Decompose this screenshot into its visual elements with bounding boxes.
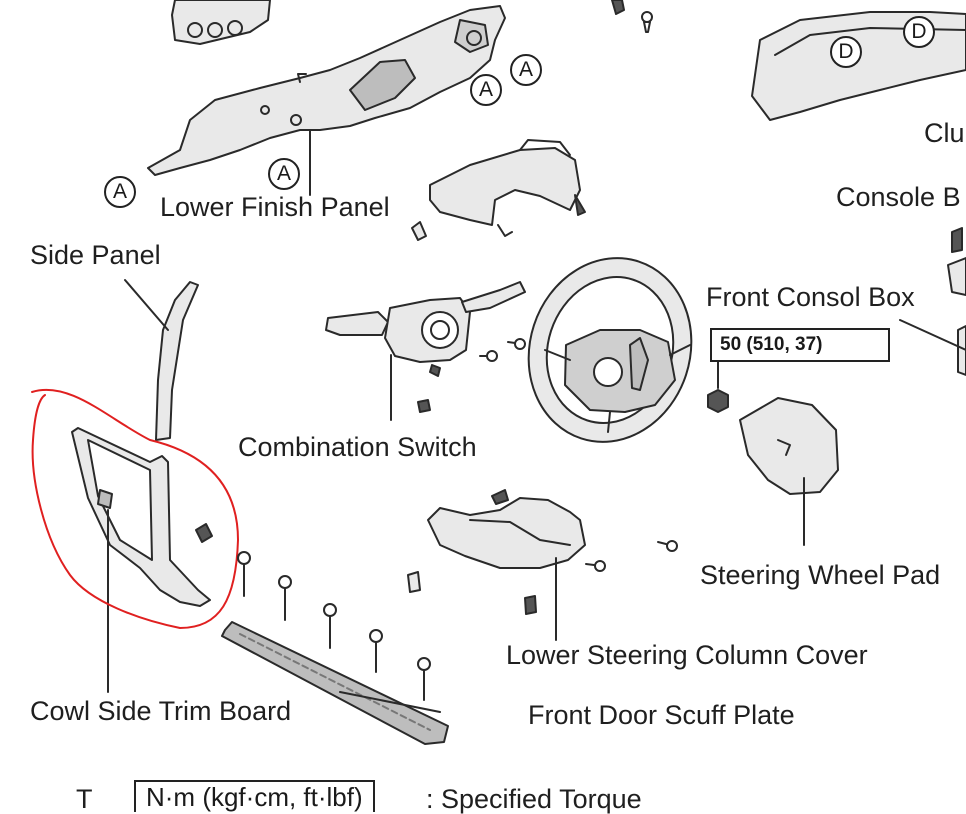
label-front-consol-box: Front Consol Box (706, 282, 915, 312)
callout-a-2: A (268, 158, 300, 190)
legend-torque-symbol: T (76, 784, 93, 814)
scuff-plate-leader (339, 691, 441, 713)
upper-steering-column-cover-part (411, 139, 586, 241)
label-clu-partial: Clu (924, 118, 965, 148)
steering-wheel-nut (707, 361, 729, 413)
switch-screws (417, 338, 526, 413)
label-front-door-scuff-plate: Front Door Scuff Plate (528, 700, 795, 730)
front-door-scuff-plate-part (221, 621, 449, 745)
label-combination-switch: Combination Switch (238, 432, 477, 462)
cowl-side-trim-board-part (71, 427, 213, 607)
steering-wheel-pad-part (739, 397, 839, 495)
label-cowl-side-trim-board: Cowl Side Trim Board (30, 696, 292, 726)
legend-description: : Specified Torque (426, 784, 642, 814)
callout-a-4: A (510, 54, 542, 86)
callout-a-3: A (470, 74, 502, 106)
lower-finish-panel-part (147, 5, 506, 176)
lower-cover-screws (407, 540, 678, 615)
side-panel-leader (124, 279, 169, 331)
label-steering-wheel-pad: Steering Wheel Pad (700, 560, 941, 590)
torque-spec-box: 50 (510, 37) (710, 328, 890, 362)
side-panel-part (155, 281, 199, 441)
lower-steering-column-cover-part (427, 489, 586, 569)
console-box-fragment (947, 227, 966, 376)
clip-fasteners-top (611, 0, 653, 33)
front-consol-box-leader (899, 319, 966, 351)
callout-d-2: D (903, 16, 935, 48)
label-console-box-partial: Console B (836, 182, 961, 212)
red-highlight-outline (31, 389, 239, 629)
scuff-plate-screws (237, 551, 431, 701)
steering-wheel-part (527, 257, 693, 443)
label-side-panel: Side Panel (30, 240, 161, 270)
callout-d-1: D (830, 36, 862, 68)
label-lower-steering-column-cover: Lower Steering Column Cover (506, 640, 868, 670)
legend-units-box: N·m (kgf·cm, ft·lbf) (134, 780, 375, 812)
label-lower-finish-panel: Lower Finish Panel (160, 192, 390, 222)
combination-switch-part (325, 281, 526, 377)
top-dash-fragment (171, 0, 271, 45)
callout-a-1: A (104, 176, 136, 208)
